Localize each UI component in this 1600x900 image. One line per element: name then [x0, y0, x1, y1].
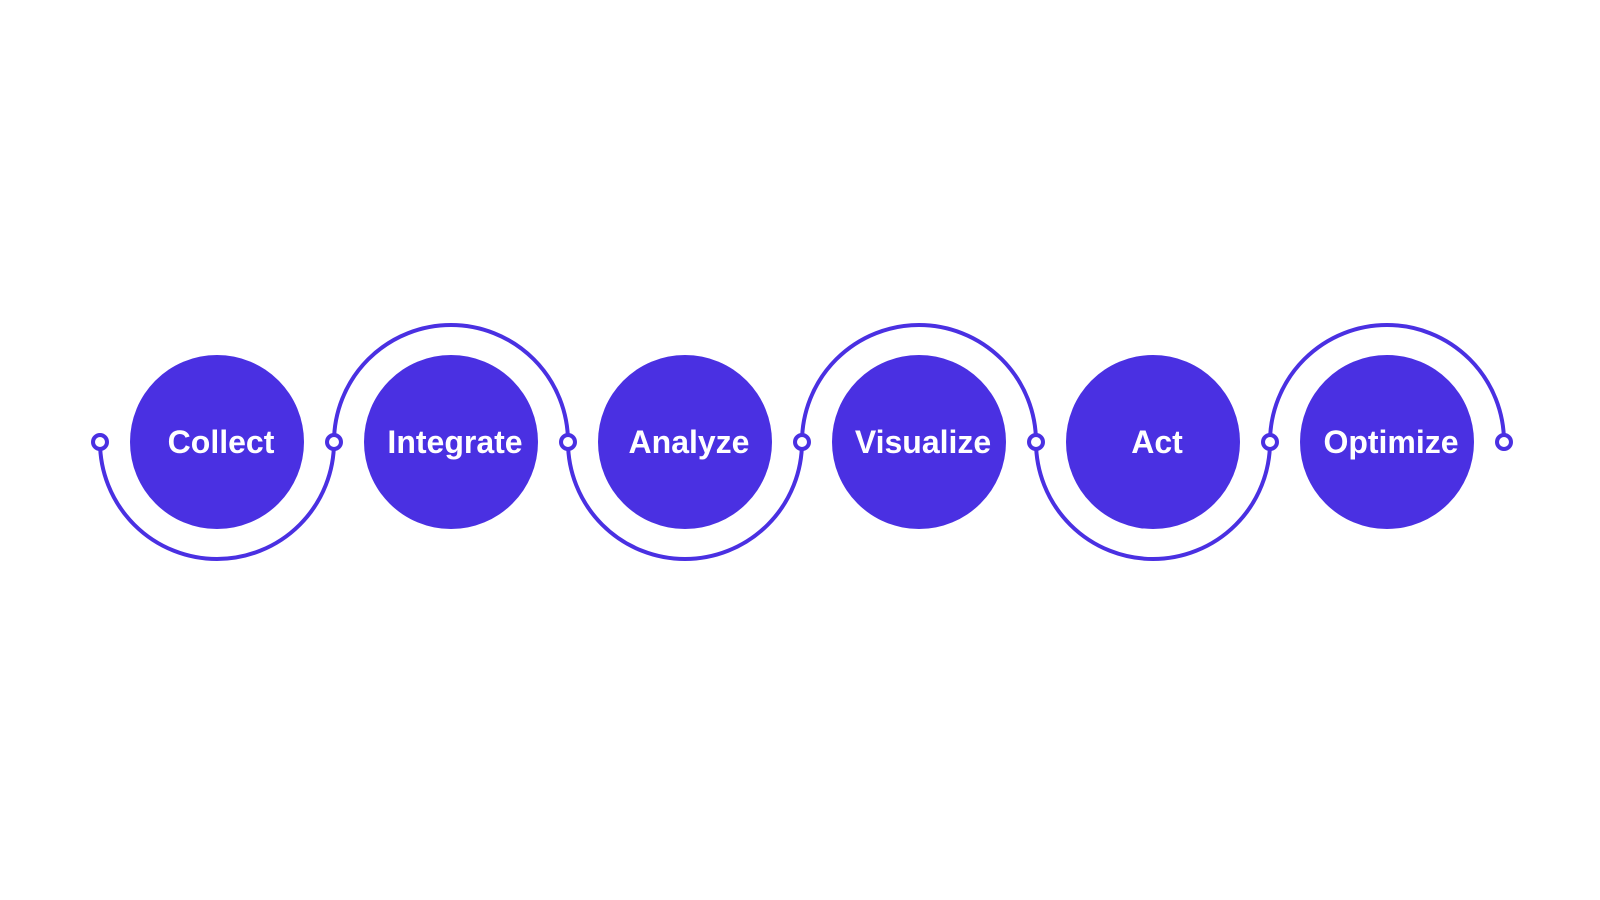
process-step: Integrate	[364, 355, 538, 529]
connector-node	[1495, 433, 1513, 451]
step-label: Integrate	[387, 424, 522, 460]
step-circle	[598, 355, 772, 529]
process-step: Collect	[130, 355, 304, 529]
step-circle	[364, 355, 538, 529]
connector-node	[559, 433, 577, 451]
step-circle	[1300, 355, 1474, 529]
connector-node	[325, 433, 343, 451]
connector-nodes	[91, 433, 1513, 451]
connector-node	[793, 433, 811, 451]
step-circle	[1066, 355, 1240, 529]
process-step: Analyze	[598, 355, 772, 529]
connector-node	[1261, 433, 1279, 451]
step-label: Act	[1131, 424, 1183, 460]
process-step: Optimize	[1300, 355, 1474, 529]
step-circle	[130, 355, 304, 529]
process-step: Visualize	[832, 355, 1006, 529]
process-step: Act	[1066, 355, 1240, 529]
connector-node	[1027, 433, 1045, 451]
step-label: Collect	[168, 424, 275, 460]
step-label: Optimize	[1323, 424, 1458, 460]
step-label: Analyze	[629, 424, 750, 460]
step-label: Visualize	[855, 424, 991, 460]
step-circle	[832, 355, 1006, 529]
process-steps: Collect Integrate Analyze Visualize Act Optim…	[130, 355, 1474, 529]
connector-node	[91, 433, 109, 451]
